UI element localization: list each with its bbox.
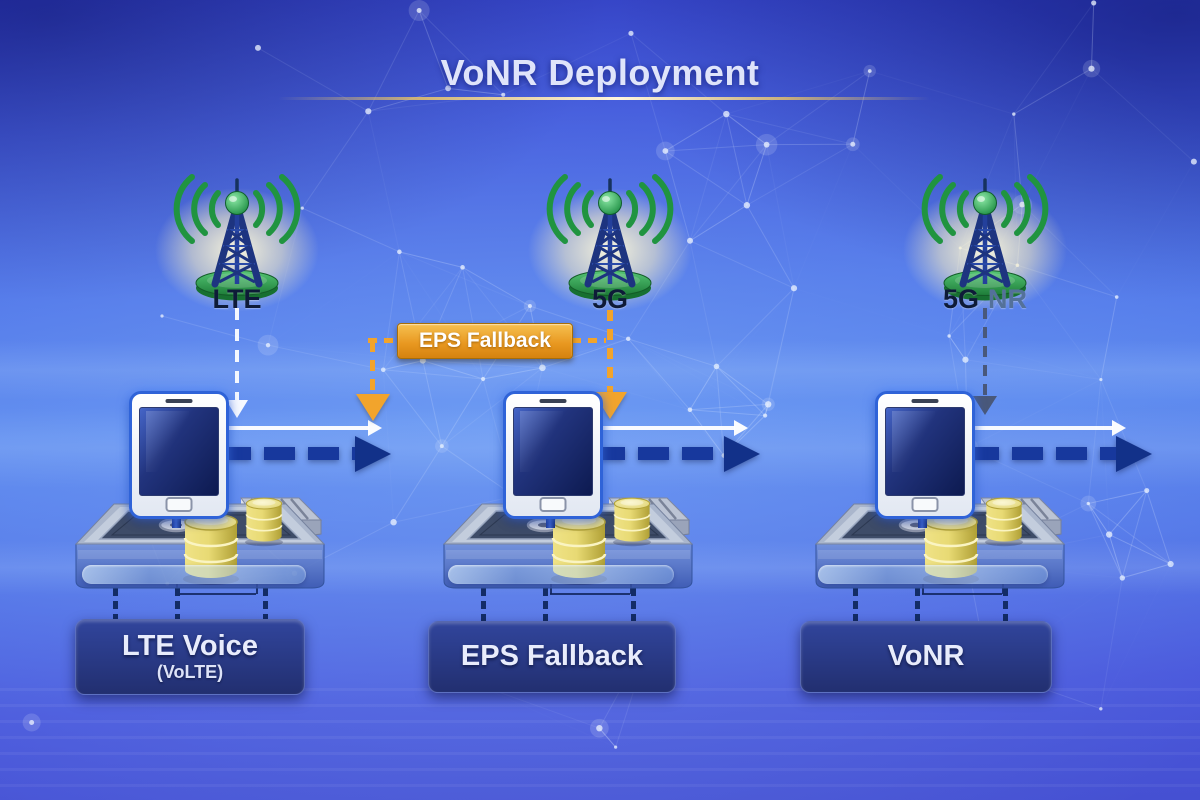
result-box-title: EPS Fallback [460, 640, 644, 673]
connector-line [922, 584, 924, 594]
dashed-connector [543, 588, 548, 622]
connector-line [176, 593, 256, 595]
flow-arrow-white [550, 420, 748, 436]
connector-line [550, 593, 630, 595]
eps-fallback-dash-left [368, 338, 398, 343]
title-underline [278, 97, 930, 100]
dashed-connector [481, 588, 486, 622]
result-box-vonr: VoNR [800, 621, 1052, 693]
tower-label-5g: 5G [591, 284, 629, 314]
flow-arrow-white [176, 420, 382, 436]
dashed-connector [263, 588, 268, 622]
eps-fallback-dash-right [572, 338, 606, 343]
connector-line [550, 584, 552, 594]
dashed-connector [113, 588, 118, 622]
smartphone-icon [875, 391, 975, 519]
smartphone-icon [129, 391, 229, 519]
glass-shelf [818, 565, 1048, 584]
database-icon [983, 494, 1025, 547]
page-title: VoNR Deployment [440, 52, 760, 93]
down-arrow-icon [356, 394, 390, 421]
down-arrow-icon [973, 396, 997, 415]
result-box-lte-voice: LTE Voice (VoLTE) [75, 619, 305, 695]
glass-shelf [448, 565, 674, 584]
down-arrow-icon [226, 400, 248, 418]
flow-arrow-white [924, 420, 1126, 436]
database-icon [243, 494, 285, 547]
result-box-title: LTE Voice [122, 629, 258, 662]
smartphone-icon [503, 391, 603, 519]
glass-shelf [82, 565, 306, 584]
result-box-title: VoNR [887, 640, 965, 673]
dashed-connector [1003, 588, 1008, 622]
bottom-bands [0, 688, 1200, 800]
light-streak [0, 340, 1200, 400]
result-box-eps-fallback: EPS Fallback [428, 621, 676, 693]
database-icon [611, 494, 653, 547]
dashed-connector [631, 588, 636, 622]
result-box-subtitle: (VoLTE) [156, 662, 224, 683]
lte-downlink-dashed-line [234, 308, 239, 400]
dashed-connector [175, 588, 180, 622]
5g-downlink-dashed-line [607, 310, 613, 392]
eps-fallback-drop-line [369, 341, 375, 394]
5gnr-downlink-dashed-line [982, 308, 987, 396]
connector-line [256, 584, 258, 594]
eps-fallback-badge: EPS Fallback [397, 323, 573, 359]
dashed-connector [853, 588, 858, 622]
connector-line [922, 593, 1002, 595]
dashed-connector [915, 588, 920, 622]
